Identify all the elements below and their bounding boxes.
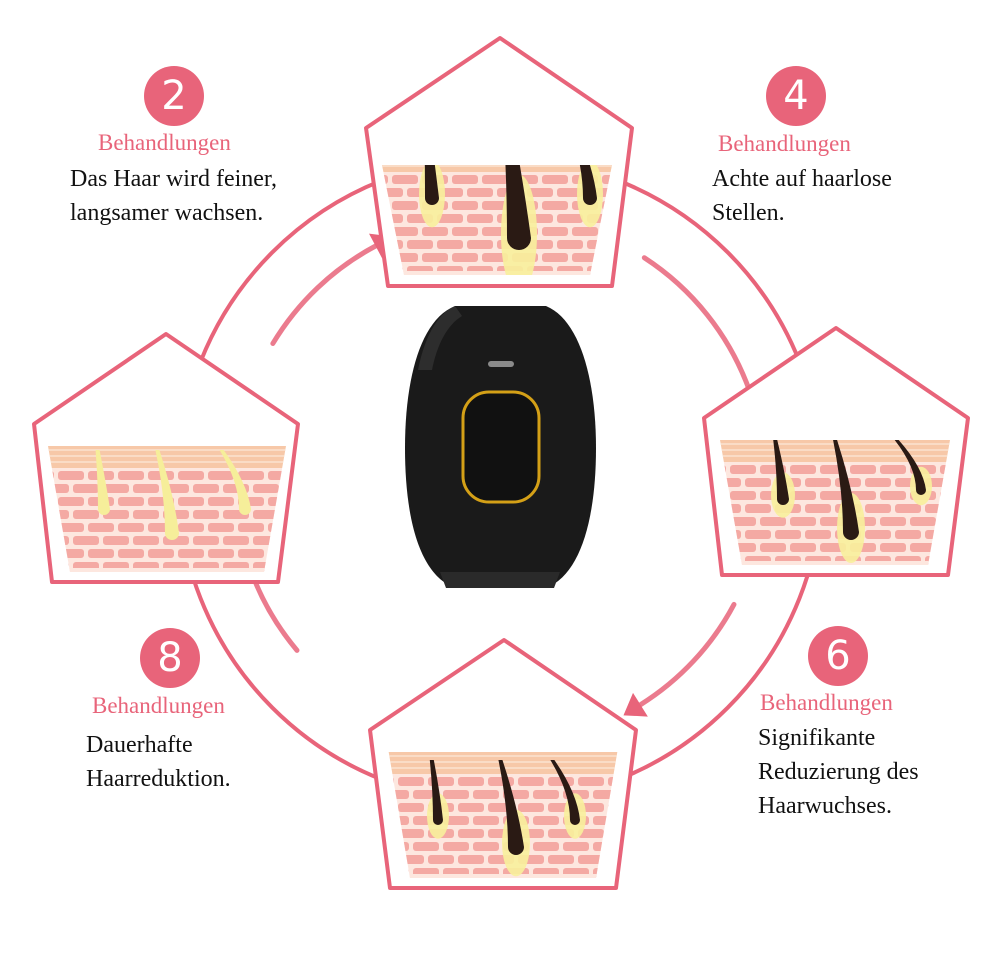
step-2-label: Behandlungen — [98, 130, 231, 155]
step-8-label: Behandlungen — [92, 693, 225, 718]
arrow-head-icon — [623, 692, 648, 717]
ipl-device-icon — [405, 306, 596, 588]
indicator-light-icon — [488, 361, 514, 367]
dark-hair-icon — [429, 760, 443, 825]
step-6-label: Behandlungen — [760, 690, 893, 715]
skin-section-left — [32, 332, 300, 584]
step-2-badge: 2 — [144, 66, 204, 126]
light-hair-icon — [219, 450, 251, 515]
flash-button-icon — [461, 390, 541, 504]
cycle-arrow-icon — [641, 255, 752, 392]
step-4-label: Behandlungen — [718, 131, 851, 156]
skin-section-right — [702, 326, 970, 577]
dark-hair-icon — [500, 165, 531, 250]
step-4-badge: 4 — [766, 66, 826, 126]
skin-cross-section-icon — [388, 752, 618, 878]
dark-hair-icon — [562, 165, 597, 205]
dark-hair-icon — [550, 760, 580, 825]
cycle-arrow-icon — [270, 243, 379, 347]
cycle-arrow-icon — [637, 601, 737, 708]
dark-hair-icon — [894, 440, 926, 495]
dark-hair-icon — [773, 440, 789, 505]
light-hair-icon — [95, 450, 110, 515]
step-2-description: Das Haar wird feiner,langsamer wachsen. — [70, 166, 277, 226]
step-6-badge: 6 — [808, 626, 868, 686]
dark-hair-icon — [423, 165, 439, 205]
step-8-badge: 8 — [140, 628, 200, 688]
dark-hair-icon — [498, 760, 524, 855]
dark-hair-icon — [833, 440, 859, 540]
skin-cross-section-icon — [382, 165, 612, 275]
skin-cross-section-icon — [48, 446, 286, 572]
light-hair-icon — [155, 450, 179, 540]
skin-section-top — [364, 36, 634, 288]
skin-section-bottom — [368, 638, 638, 890]
